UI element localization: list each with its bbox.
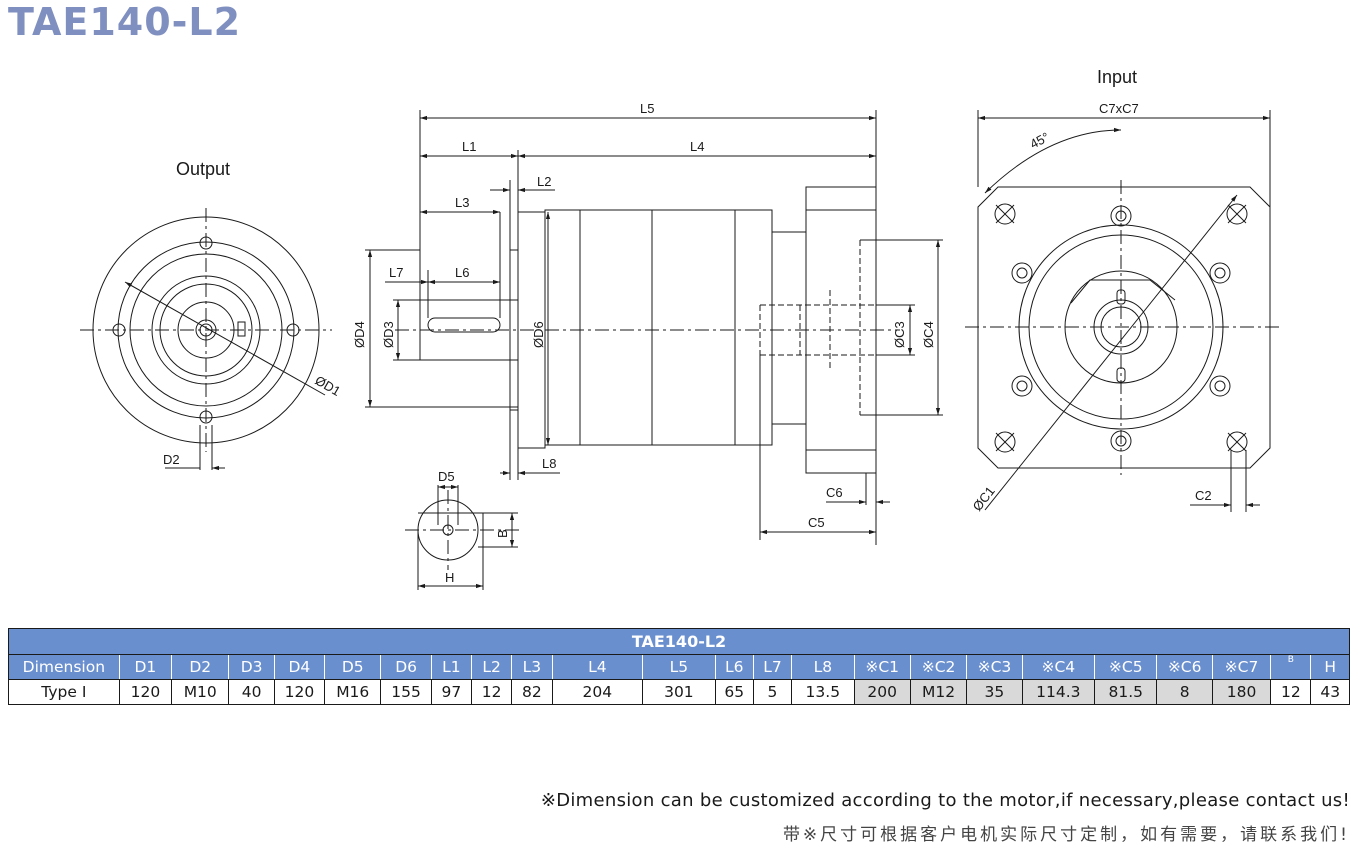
dim-d5-label: D5 — [438, 469, 455, 484]
technical-drawing: Output Input L5 L1 L4 L2 L3 L7 L6 L8 ØD4… — [80, 67, 1280, 590]
table-header: H — [1310, 654, 1350, 680]
table-cell: 204 — [551, 679, 644, 705]
table-header: L6 — [714, 654, 754, 680]
note-chinese: 带※尺寸可根据客户电机实际尺寸定制，如有需要，请联系我们! — [782, 825, 1350, 845]
table-header: D6 — [380, 654, 432, 680]
table-header: L5 — [642, 654, 716, 680]
input-view — [965, 110, 1280, 512]
table-header: L2 — [471, 654, 513, 680]
table-cell: 12 — [471, 679, 513, 705]
dimension-table: TAE140-L2 Dimension D1 D2 D3 D4 D5 D6 L1… — [8, 628, 1350, 705]
dim-l3-label: L3 — [455, 195, 469, 210]
table-header: L3 — [511, 654, 553, 680]
table-cell: M16 — [324, 679, 382, 705]
dim-c7xc7-label: C7xC7 — [1099, 101, 1139, 116]
table-header: D3 — [228, 654, 275, 680]
table-cell: 120 — [118, 679, 173, 705]
dim-c3-label: ØC3 — [892, 321, 907, 348]
table-cell: Type I — [8, 679, 120, 705]
dim-l4-label: L4 — [690, 139, 704, 154]
table-cell: 35 — [966, 679, 1023, 705]
table-cell: 13.5 — [791, 679, 855, 705]
table-cell: 200 — [853, 679, 911, 705]
table-header: L8 — [791, 654, 855, 680]
table-header: ※C3 — [966, 654, 1023, 680]
table-header: ※C5 — [1094, 654, 1158, 680]
table-header: D1 — [118, 654, 173, 680]
angle-45-label: 45° — [1027, 129, 1051, 151]
dim-l7-label: L7 — [389, 265, 403, 280]
dim-c6-label: C6 — [826, 485, 843, 500]
page-title: TAE140-L2 — [8, 0, 242, 44]
table-cell: 12 — [1270, 679, 1312, 705]
table-cell: 155 — [380, 679, 432, 705]
table-row: Type I 120 M10 40 120 M16 155 97 12 82 2… — [8, 679, 1350, 705]
table-header: Dimension — [8, 654, 120, 680]
dim-d4-label: ØD4 — [352, 321, 367, 348]
table-caption: TAE140-L2 — [8, 628, 1350, 655]
table-header: B — [1270, 654, 1312, 680]
table-header: ※C7 — [1211, 654, 1272, 680]
table-header: L1 — [430, 654, 473, 680]
table-header: D2 — [171, 654, 230, 680]
table-cell: 81.5 — [1094, 679, 1158, 705]
output-label: Output — [176, 159, 230, 179]
dim-l8-label: L8 — [542, 456, 556, 471]
table-caption-row: TAE140-L2 — [8, 628, 1350, 655]
dim-c4-label: ØC4 — [921, 321, 936, 348]
table-cell: 43 — [1310, 679, 1350, 705]
note-english: ※Dimension can be customized according t… — [540, 790, 1350, 811]
dim-l1-label: L1 — [462, 139, 476, 154]
dim-d3-label: ØD3 — [381, 321, 396, 348]
dim-l2-label: L2 — [537, 174, 551, 189]
table-cell: 5 — [752, 679, 793, 705]
table-header: ※C4 — [1021, 654, 1096, 680]
dim-c2-label: C2 — [1195, 488, 1212, 503]
table-cell: M12 — [909, 679, 968, 705]
dim-d2-label: D2 — [163, 452, 180, 467]
table-header-row: Dimension D1 D2 D3 D4 D5 D6 L1 L2 L3 L4 … — [8, 654, 1350, 680]
table-header: D5 — [324, 654, 382, 680]
input-label: Input — [1097, 67, 1137, 87]
table-cell: 97 — [430, 679, 473, 705]
table-cell: M10 — [171, 679, 230, 705]
table-cell: 301 — [642, 679, 716, 705]
table-header: ※C2 — [909, 654, 968, 680]
table-cell: 40 — [228, 679, 275, 705]
dim-l5-label: L5 — [640, 101, 654, 116]
dim-d1-label: ØD1 — [313, 373, 344, 399]
drawing-labels: Output Input L5 L1 L4 L2 L3 L7 L6 L8 ØD4… — [163, 67, 1212, 585]
table-header: L7 — [752, 654, 793, 680]
table-cell: 120 — [273, 679, 326, 705]
table-header: ※C6 — [1156, 654, 1213, 680]
table-header: ※C1 — [853, 654, 911, 680]
table-cell: 8 — [1156, 679, 1213, 705]
dim-b-label: B — [495, 529, 510, 538]
dim-l6-label: L6 — [455, 265, 469, 280]
table-cell: 180 — [1211, 679, 1272, 705]
table-cell: 82 — [511, 679, 553, 705]
output-view — [80, 208, 332, 471]
table-cell: 65 — [714, 679, 754, 705]
table-header: L4 — [551, 654, 644, 680]
dim-c5-label: C5 — [808, 515, 825, 530]
table-header: D4 — [273, 654, 326, 680]
shaft-section — [405, 484, 520, 590]
side-view — [365, 110, 943, 545]
dim-h-label: H — [445, 570, 454, 585]
dim-d6-label: ØD6 — [531, 321, 546, 348]
table-cell: 114.3 — [1021, 679, 1096, 705]
